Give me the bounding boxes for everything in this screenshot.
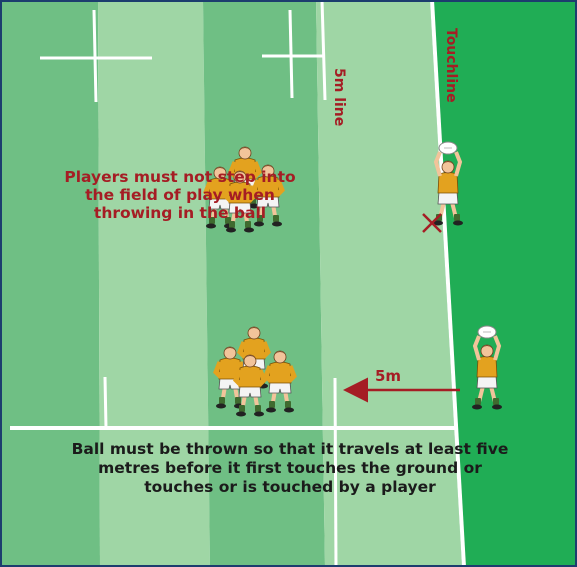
rule-step-label: Players must not step into the field of … — [60, 168, 300, 222]
five-metre-line-label: 5m line — [331, 68, 347, 126]
touchline-label: Touchline — [443, 28, 459, 103]
rule-ball-label: Ball must be thrown so that it travels a… — [70, 440, 510, 497]
five-metre-distance-label: 5m — [375, 367, 401, 385]
